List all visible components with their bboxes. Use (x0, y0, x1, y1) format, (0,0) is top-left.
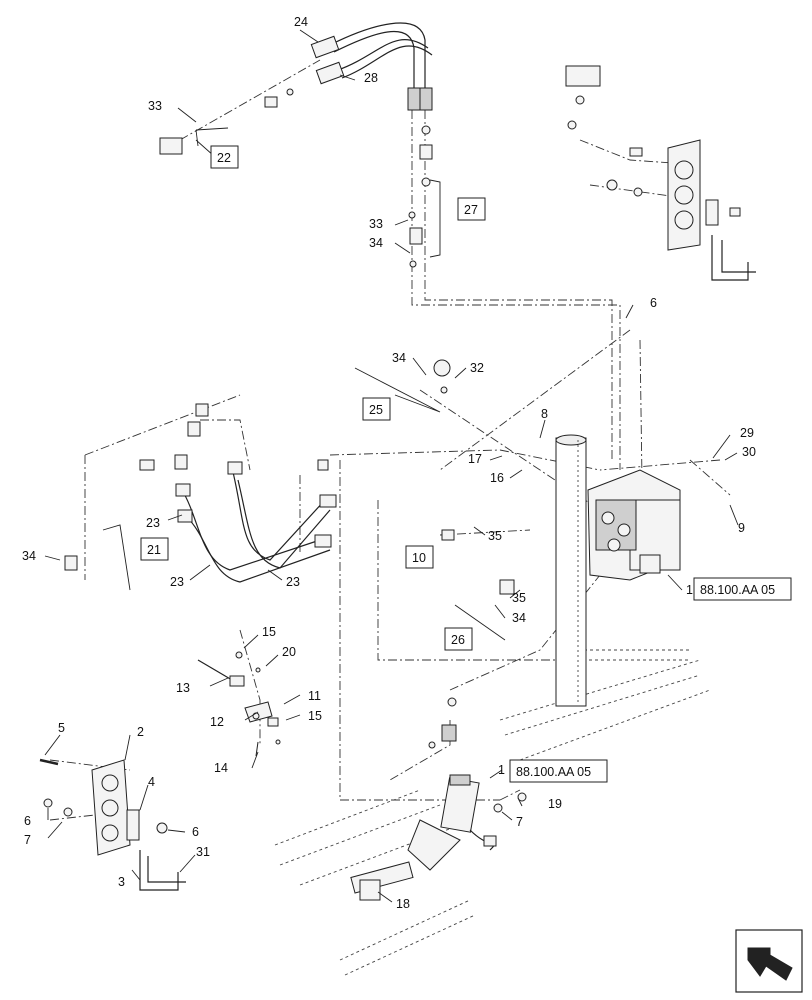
group-box-10[interactable]: 10 (412, 551, 426, 565)
reference-box-88-100-aa-05[interactable]: 88.100.AA 05 (700, 583, 775, 597)
callout-5: 5 (58, 721, 65, 735)
callout-32: 32 (470, 361, 484, 375)
callout-6: 6 (192, 825, 199, 839)
callout-labels: 24 28 33 33 34 34 34 34 6 6 6 32 8 29 30… (22, 15, 756, 911)
group-box-22[interactable]: 22 (217, 151, 231, 165)
callout-1: 1 (686, 583, 693, 597)
leader-lines (44, 29, 739, 903)
callout-20: 20 (282, 645, 296, 659)
group-box-26[interactable]: 26 (451, 633, 465, 647)
callout-2: 2 (137, 725, 144, 739)
callout-11: 11 (308, 689, 321, 703)
upper-plate-assembly (565, 65, 756, 281)
callout-23: 23 (146, 516, 160, 530)
callout-12: 12 (210, 715, 224, 729)
return-arrow-icon[interactable] (735, 929, 803, 993)
lower-plate-assembly (39, 758, 186, 891)
callout-17: 17 (468, 452, 482, 466)
sensor-bracket-group (197, 651, 281, 757)
callout-23: 23 (286, 575, 300, 589)
callout-24: 24 (294, 15, 308, 29)
callout-7: 7 (24, 833, 31, 847)
callout-6: 6 (650, 296, 657, 310)
callout-9: 9 (738, 521, 745, 535)
mounting-post (555, 434, 587, 707)
callout-18: 18 (396, 897, 410, 911)
callout-1: 1 (498, 763, 505, 777)
callout-6: 6 (24, 814, 31, 828)
callout-16: 16 (490, 471, 504, 485)
callout-29: 29 (740, 426, 754, 440)
assembly-lines (49, 59, 731, 821)
upper-hoses (159, 22, 433, 268)
callout-14: 14 (214, 761, 228, 775)
callout-30: 30 (742, 445, 756, 459)
callout-13: 13 (176, 681, 190, 695)
callout-35: 35 (488, 529, 502, 543)
electric-actuator (350, 697, 527, 901)
callout-35: 35 (512, 591, 526, 605)
group-box-21[interactable]: 21 (147, 543, 161, 557)
callout-23: 23 (170, 575, 184, 589)
machine-frame (274, 649, 711, 976)
reference-box-88-100-aa-05[interactable]: 88.100.AA 05 (516, 765, 591, 779)
control-valve-assembly (587, 469, 681, 581)
callout-34: 34 (392, 351, 406, 365)
callout-3: 3 (118, 875, 125, 889)
callout-7: 7 (516, 815, 523, 829)
group-box-25[interactable]: 25 (369, 403, 383, 417)
callout-33: 33 (369, 217, 383, 231)
callout-19: 19 (548, 797, 562, 811)
callout-31: 31 (196, 845, 210, 859)
callout-34: 34 (369, 236, 383, 250)
reference-boxes[interactable]: 88.100.AA 05 88.100.AA 05 (509, 577, 792, 783)
group-box-27[interactable]: 27 (464, 203, 478, 217)
group-boxes[interactable]: 22 27 25 21 10 26 (140, 127, 486, 651)
callout-34: 34 (22, 549, 36, 563)
hose-bundle (64, 359, 515, 595)
callout-15: 15 (308, 709, 322, 723)
callout-28: 28 (364, 71, 378, 85)
callout-33: 33 (148, 99, 162, 113)
callout-34: 34 (512, 611, 526, 625)
callout-4: 4 (148, 775, 155, 789)
callout-15: 15 (262, 625, 276, 639)
callout-8: 8 (541, 407, 548, 421)
